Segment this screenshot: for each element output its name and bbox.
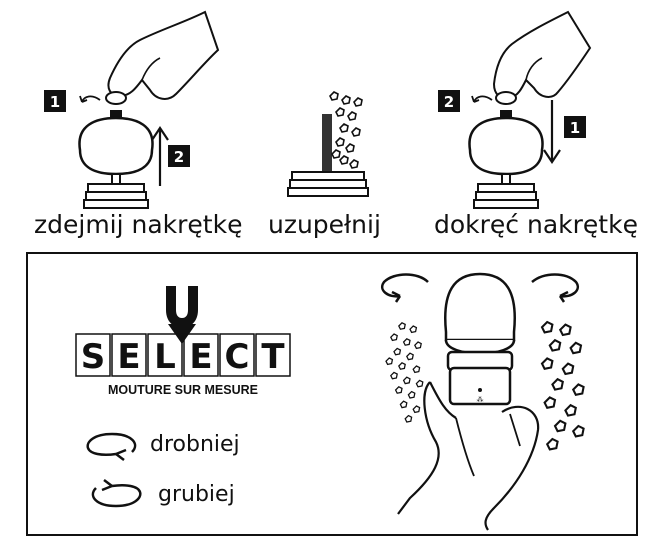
rotate-right-arrow-icon	[531, 273, 579, 298]
step-1-badge-a: 1	[44, 90, 66, 112]
step-3-caption: dokręć nakrętkę	[434, 210, 638, 239]
svg-text:⁂: ⁂	[477, 396, 484, 404]
step-2-illustration	[287, 91, 369, 197]
grind-adjust-panel	[26, 252, 638, 536]
peppercorn-icons	[329, 91, 363, 169]
hand-icon	[107, 10, 220, 100]
lift-arrow-icon	[151, 126, 169, 186]
svg-text:1: 1	[570, 119, 580, 137]
logo-letter-2: E	[117, 337, 140, 377]
grinder-in-hand-illustration: ⁂	[381, 272, 585, 531]
cap-icon	[495, 91, 517, 105]
logo-letter-4: E	[189, 337, 212, 377]
logo-tagline: MOUTURE SUR MESURE	[108, 383, 258, 397]
steps-illustration: 1 2	[44, 10, 592, 209]
grinder-head	[444, 272, 516, 342]
step-3-badge-a: 2	[438, 90, 460, 112]
hand-icon	[492, 10, 592, 100]
logo-letter-1: S	[81, 337, 106, 377]
step-2-caption: uzupełnij	[268, 210, 381, 239]
rotate-left-arrow-icon	[381, 273, 429, 298]
svg-text:1: 1	[50, 93, 60, 111]
grinder-head	[468, 116, 544, 176]
finer-label: drobniej	[150, 432, 240, 457]
logo-letter-5: C	[225, 337, 250, 377]
fine-grind-icons	[385, 322, 424, 423]
twist-arrow-icon	[81, 95, 101, 103]
coarse-grind-icons	[540, 320, 585, 451]
step-1-illustration: 1 2	[44, 10, 220, 209]
twist-arrow-icon	[473, 95, 493, 103]
logo-letter-6: T	[261, 337, 285, 377]
cap-icon	[105, 91, 127, 105]
hand-icon	[397, 381, 540, 531]
step-3-badge-b: 1	[564, 116, 586, 138]
select-logo: S E L E C T MOUTURE SUR MESURE	[75, 286, 291, 397]
step-1-caption: zdejmij nakrętkę	[34, 210, 243, 239]
logo-letter-3: L	[154, 337, 176, 377]
svg-text:2: 2	[444, 93, 454, 111]
rotate-right-icon	[86, 432, 137, 461]
grinder-shaft-open	[322, 114, 332, 174]
svg-text:2: 2	[174, 148, 184, 166]
step-3-illustration: 2 1	[438, 10, 592, 209]
u-select-mark-icon	[166, 286, 198, 328]
grinder-head	[78, 116, 154, 176]
step-1-badge-b: 2	[168, 145, 190, 167]
coarser-label: grubiej	[158, 482, 235, 507]
logo-letter-boxes	[75, 333, 291, 377]
lower-arrow-icon	[543, 100, 561, 164]
rotate-left-icon	[91, 479, 142, 508]
